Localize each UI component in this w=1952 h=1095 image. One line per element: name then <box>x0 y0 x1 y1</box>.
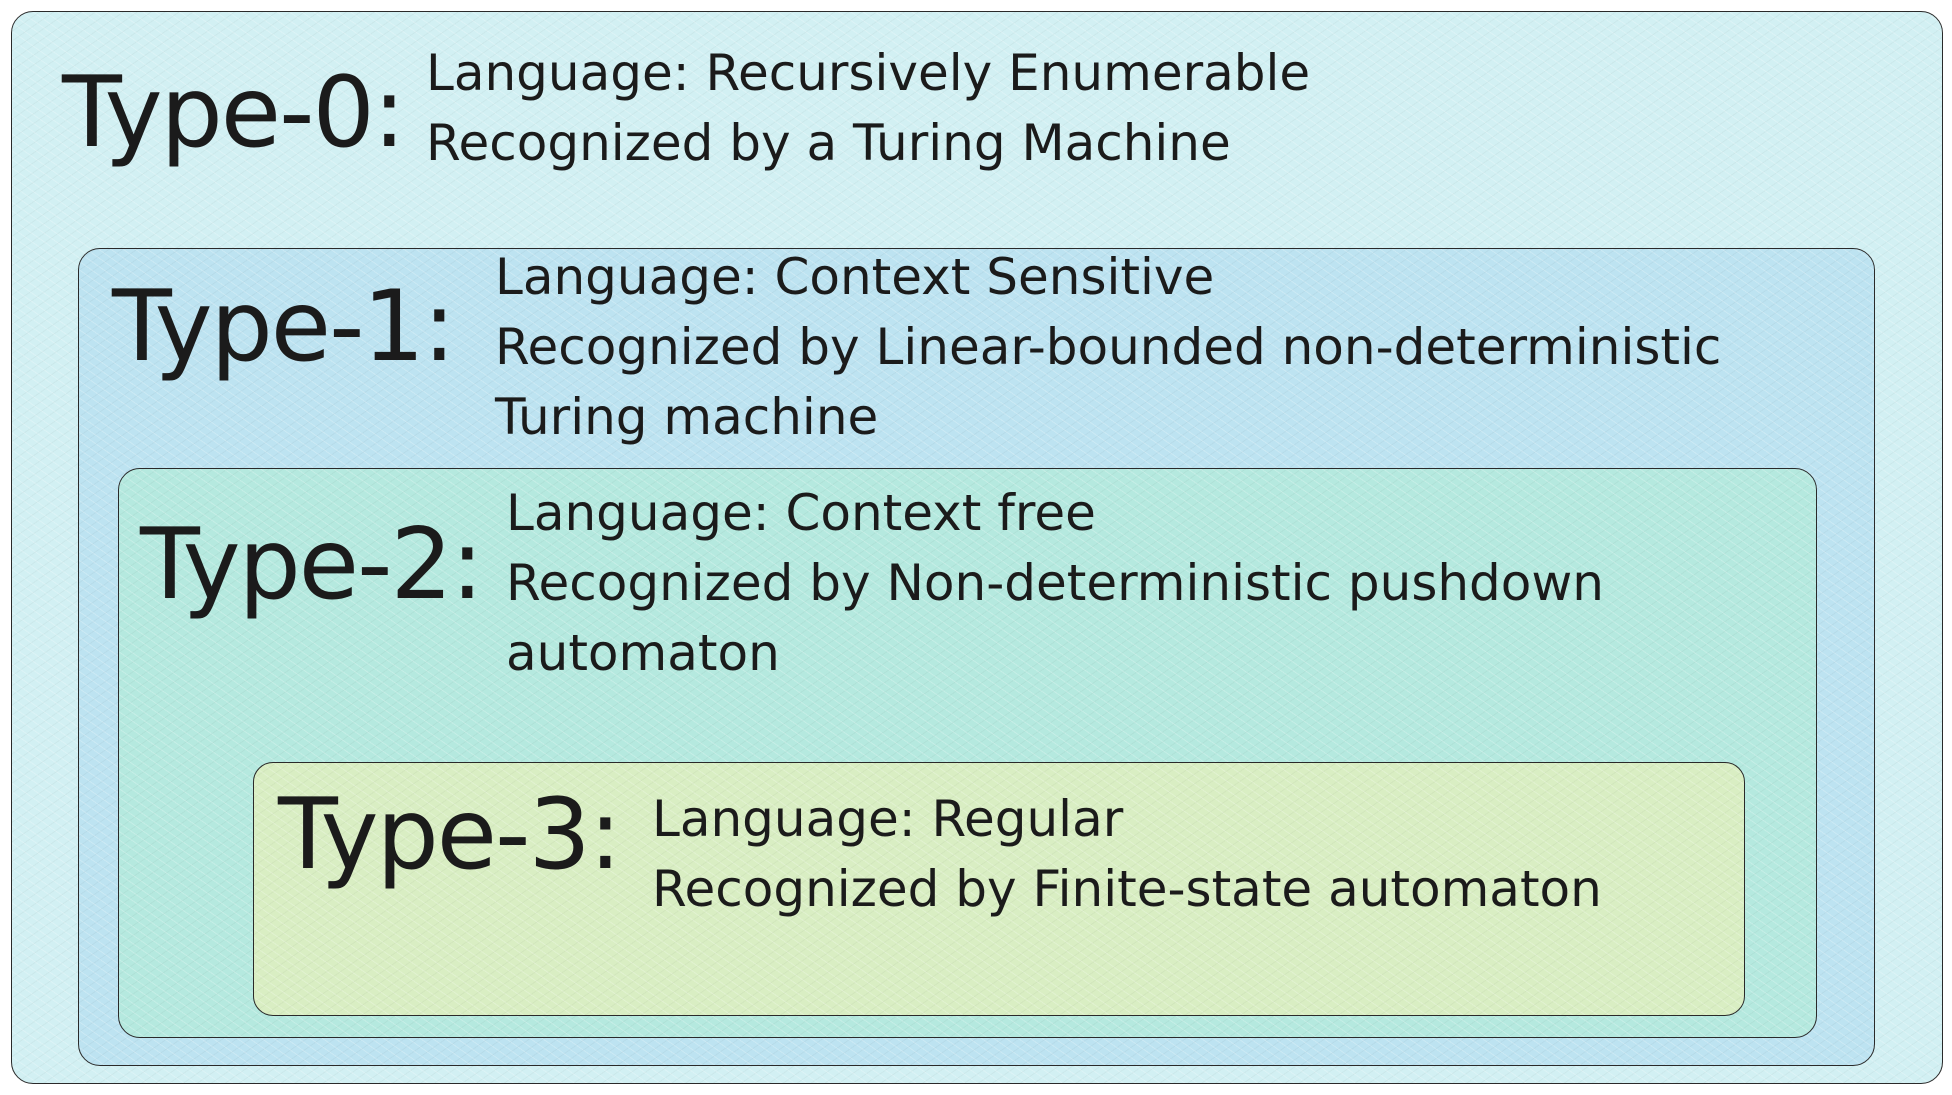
type-2-recognizer-line-1: Recognized by Non-deterministic pushdown <box>506 554 1604 612</box>
type-3-label: Type-3: <box>278 778 622 892</box>
type-0-recognizer-line-1: Recognized by a Turing Machine <box>426 114 1231 172</box>
type-0-label: Type-0: <box>62 56 406 170</box>
type-1-recognizer-line-2: Turing machine <box>495 388 879 446</box>
type-3-description: Language: Regular Recognized by Finite-s… <box>652 784 1602 924</box>
type-3-language: Language: Regular <box>652 790 1124 848</box>
type-0-language: Language: Recursively Enumerable <box>426 44 1311 102</box>
type-1-label: Type-1: <box>112 270 456 384</box>
type-1-recognizer-line-1: Recognized by Linear-bounded non-determi… <box>495 318 1722 376</box>
type-3-region <box>253 762 1745 1016</box>
type-1-language: Language: Context Sensitive <box>495 248 1215 306</box>
type-0-description: Language: Recursively Enumerable Recogni… <box>426 38 1310 178</box>
type-1-description: Language: Context Sensitive Recognized b… <box>495 242 1721 452</box>
type-3-recognizer-line-1: Recognized by Finite-state automaton <box>652 860 1602 918</box>
type-2-label: Type-2: <box>140 508 484 622</box>
type-2-description: Language: Context free Recognized by Non… <box>506 478 1604 688</box>
type-2-recognizer-line-2: automaton <box>506 624 780 682</box>
type-2-language: Language: Context free <box>506 484 1096 542</box>
